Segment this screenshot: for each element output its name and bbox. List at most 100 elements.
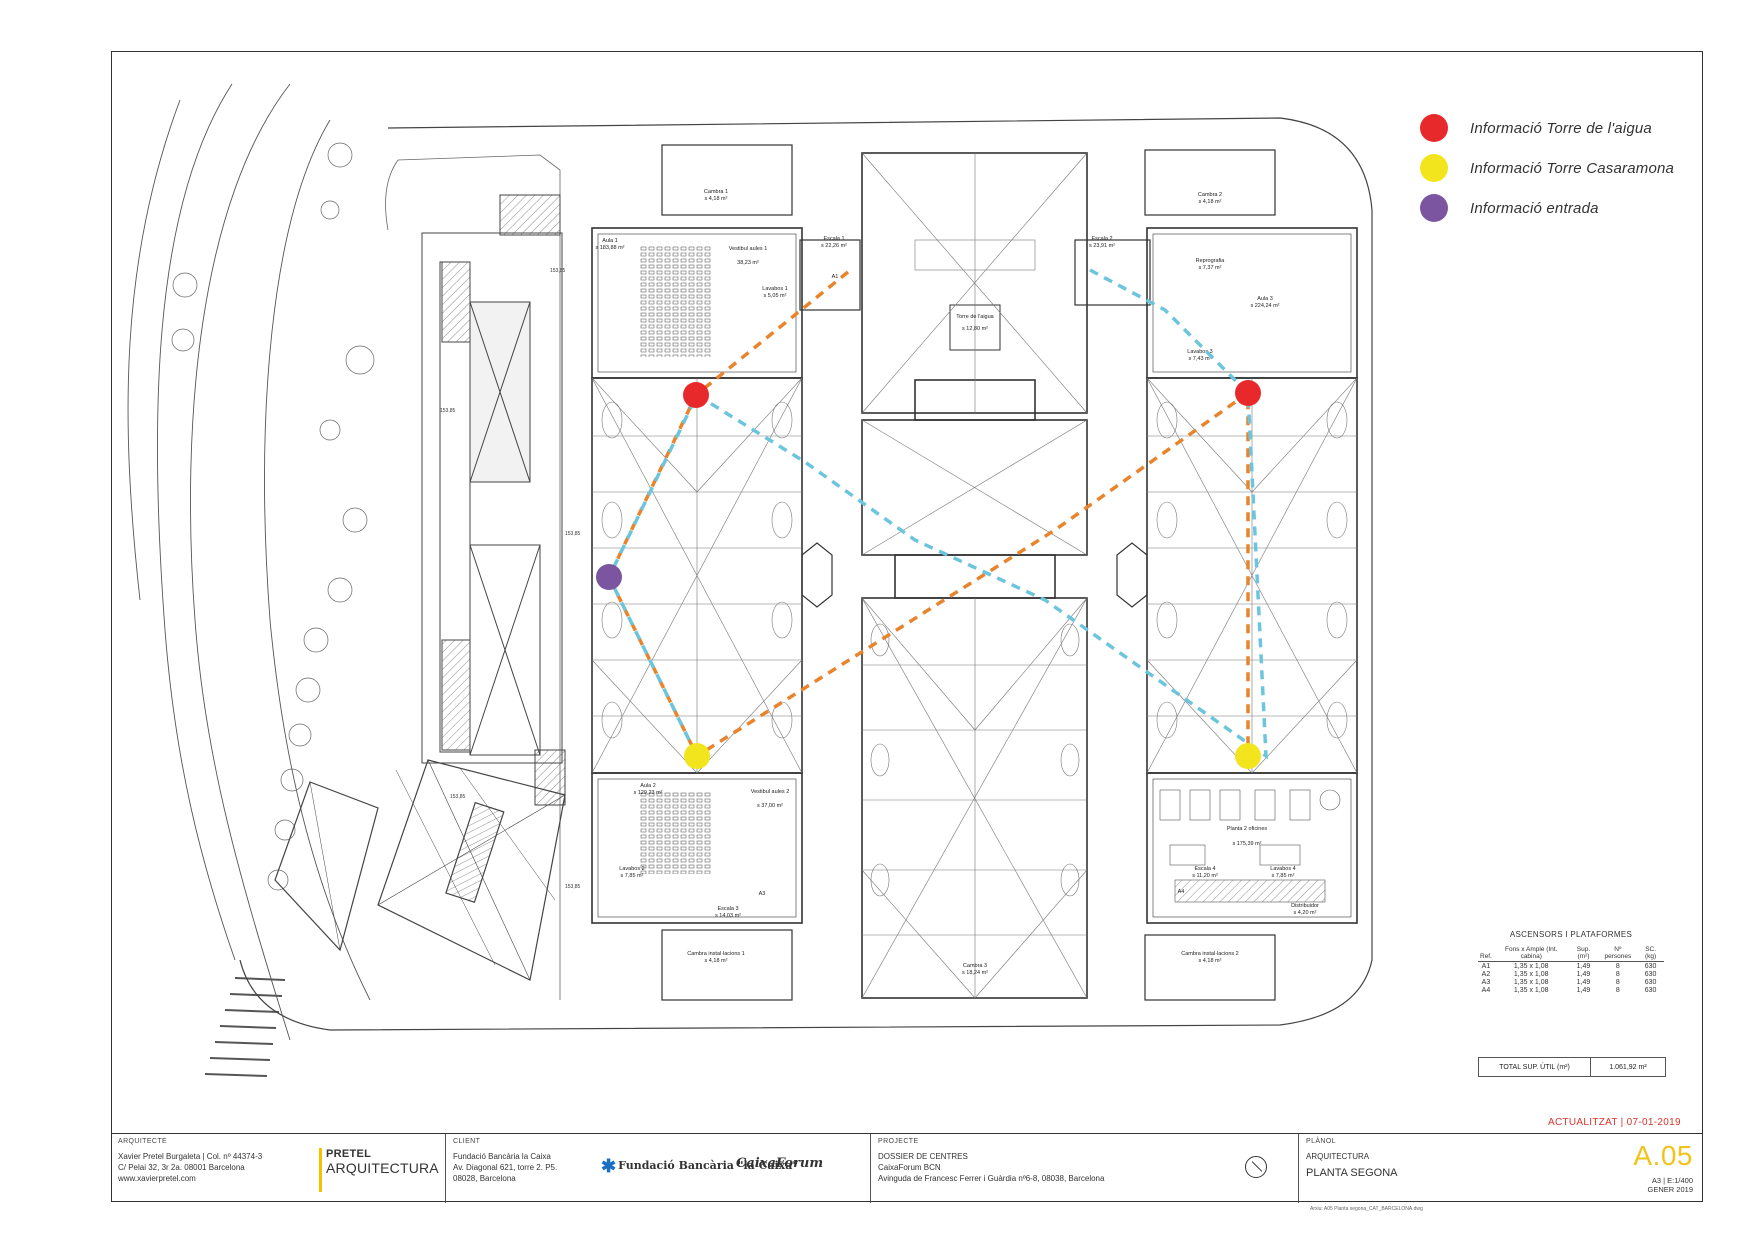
center-wing-vaults: [861, 152, 1088, 999]
level-mark: 153,85: [565, 531, 581, 537]
room-cambra-inst2-area: s 4,18 m²: [1199, 958, 1222, 964]
room-lavabos4: Lavabos 4: [1270, 866, 1295, 872]
total-area-box: TOTAL SUP. ÚTIL (m²) 1.061,92 m²: [1478, 1057, 1666, 1077]
room-cambra1-area: s 4,18 m²: [705, 196, 728, 202]
room-cambra-inst1: Cambra instal·lacions 1: [687, 951, 744, 957]
room-aula2: Aula 2: [640, 783, 656, 789]
room-escala2-area: s 23,91 m²: [1089, 243, 1115, 249]
aula2-seating: [640, 792, 712, 874]
client-line: Fundació Bancària la Caixa: [453, 1152, 551, 1161]
room-lavabos1: Lavabos 1: [762, 286, 787, 292]
fundacio-logo-text: Fundació Bancària "la Caixa": [618, 1159, 799, 1172]
room-aula1-area: s 183,88 m²: [595, 245, 624, 251]
architect-line: C/ Pelai 32, 3r 2a. 08001 Barcelona: [118, 1163, 245, 1172]
legend-item: Informació entrada: [1420, 188, 1674, 228]
drawing-frame: [111, 51, 1703, 1202]
plan-cell: PLÀNOL ARQUITECTURA PLANTA SEGONA A.05 A…: [1299, 1134, 1703, 1203]
room-lavabos4-area: s 7,85 m²: [1272, 873, 1295, 879]
room-escala2: Escala 2: [1091, 236, 1112, 242]
lifts-table: ASCENSORS I PLATAFORMES Ref. Fons x Ampl…: [1478, 930, 1664, 994]
inner-path: [385, 154, 561, 1000]
room-aula2-area: s 129,23 m²: [633, 790, 662, 796]
room-torre-aigua: Torre de l'aigua: [956, 314, 994, 320]
room-planta2-area: s 175,39 m²: [1232, 841, 1261, 847]
plan-heading: PLÀNOL: [1306, 1138, 1337, 1145]
lift-cell: 8: [1615, 986, 1620, 994]
level-mark: 153,85: [550, 268, 566, 274]
client-heading: CLIENT: [453, 1138, 481, 1145]
sheet-date: GENER 2019: [1647, 1185, 1693, 1194]
marker-torre-aigua-left: [683, 382, 709, 408]
lift-cell: 8: [1615, 970, 1620, 978]
caixa-star-icon: ✱: [601, 1156, 617, 1177]
room-aula3: Aula 3: [1257, 296, 1273, 302]
pretel-logo: PRETEL ARQUITECTURA: [319, 1148, 439, 1192]
lifts-header-row: Ref. Fons x Ample (Int. cabina) Sup. (m²…: [1478, 945, 1664, 962]
lift-cell: 8: [1615, 978, 1620, 986]
street-curves: [127, 83, 371, 1041]
room-distribuidor-area: s 4,20 m²: [1294, 910, 1317, 916]
client-line: Av. Diagonal 621, torre 2. P5.: [453, 1163, 558, 1172]
room-escala3: Escala 3: [717, 906, 738, 912]
caixaforum-logo: CaixaForum: [736, 1156, 824, 1171]
lift-cell: 1,35 x 1,08: [1513, 978, 1549, 986]
room-escala3-area: s 14,03 m²: [715, 913, 741, 919]
marker-torre-aigua-right: [1235, 380, 1261, 406]
red-dot-icon: [1420, 114, 1448, 142]
north-arrow-icon: [1245, 1156, 1267, 1178]
room-vestibul2: Vestibul aules 2: [751, 789, 790, 795]
purple-dot-icon: [1420, 194, 1448, 222]
room-lavabos3: Lavabos 3: [1187, 349, 1212, 355]
sheet-scale: A3 | E:1/400: [1651, 1176, 1693, 1185]
title-block: ARQUITECTE Xavier Pretel Burgaleta | Col…: [111, 1133, 1703, 1203]
marker-casaramona-left: [684, 743, 710, 769]
lifts-title: ASCENSORS I PLATAFORMES: [1509, 930, 1633, 939]
lifts-header: Fons x Ample (Int. cabina): [1493, 945, 1569, 962]
lift-cell: 630: [1644, 986, 1657, 994]
level-mark: 153,85: [440, 408, 456, 414]
left-wing-towers: [661, 144, 861, 1001]
table-row: A1 1,35 x 1,08 1,49 8 630: [1478, 962, 1664, 971]
room-lavabos2-area: s 7,85 m²: [621, 873, 644, 879]
project-line: Avinguda de Francesc Ferrer i Guàrdia nº…: [878, 1174, 1105, 1183]
glass-pavilion: [274, 759, 566, 981]
lift-cell: 1,49: [1576, 986, 1591, 994]
room-cambra2-area: s 4,18 m²: [1199, 199, 1222, 205]
lifts-header: Nº persones: [1598, 945, 1638, 962]
room-lavabos1-area: s 5,05 m²: [764, 293, 787, 299]
fundacio-logo: ✱Fundació Bancària "la Caixa": [601, 1156, 798, 1177]
room-cambra2: Cambra 2: [1198, 192, 1222, 198]
room-escala4-area: s 11,20 m²: [1192, 873, 1218, 879]
legend: Informació Torre de l'aigua Informació T…: [1420, 108, 1674, 228]
plan-name: PLANTA SEGONA: [1306, 1167, 1398, 1179]
sheet-meta: A3 | E:1/400 GENER 2019: [1648, 1176, 1693, 1194]
architect-line: Xavier Pretel Burgaleta | Col. nº 44374-…: [118, 1152, 263, 1161]
lifts-header: Ref.: [1478, 945, 1494, 962]
lift-cell: 1,49: [1576, 962, 1591, 970]
updated-date: ACTUALITZAT | 07-01-2019: [1548, 1117, 1681, 1128]
lift-cell: A1: [1481, 962, 1491, 970]
room-planta2: Planta 2 oficines: [1227, 826, 1268, 832]
project-line: DOSSIER DE CENTRES: [878, 1152, 968, 1161]
table-row: A2 1,35 x 1,08 1,49 8 630: [1478, 970, 1664, 978]
site-boundary: [239, 117, 1373, 1031]
room-a1: A1: [832, 274, 839, 280]
lifts-grid: Ref. Fons x Ample (Int. cabina) Sup. (m²…: [1478, 945, 1664, 994]
yellow-dot-icon: [1420, 154, 1448, 182]
room-aula3-area: s 224,24 m²: [1250, 303, 1279, 309]
right-wing-towers: [1074, 149, 1276, 1001]
room-lavabos3-area: s 7,43 m²: [1189, 356, 1212, 362]
room-distribuidor: Distribuidor: [1291, 903, 1319, 909]
center-wing: [861, 152, 1088, 999]
architect-heading: ARQUITECTE: [118, 1138, 168, 1145]
marker-casaramona-right: [1235, 743, 1261, 769]
sheet-id: A.05: [1633, 1140, 1693, 1171]
room-escala4: Escala 4: [1194, 866, 1215, 872]
room-cambra-inst1-area: s 4,18 m²: [705, 958, 728, 964]
total-area-label: TOTAL SUP. ÚTIL (m²): [1479, 1058, 1591, 1076]
left-wing-vaults: [591, 377, 803, 774]
room-lavabos2: Lavabos 2: [619, 866, 644, 872]
room-escala1: Escala 1: [823, 236, 844, 242]
room-vestibul1-area: 38,23 m²: [737, 260, 759, 266]
file-note: Arxiu: A05 Planta segona_CAT_BARCELONA.d…: [1310, 1206, 1423, 1212]
